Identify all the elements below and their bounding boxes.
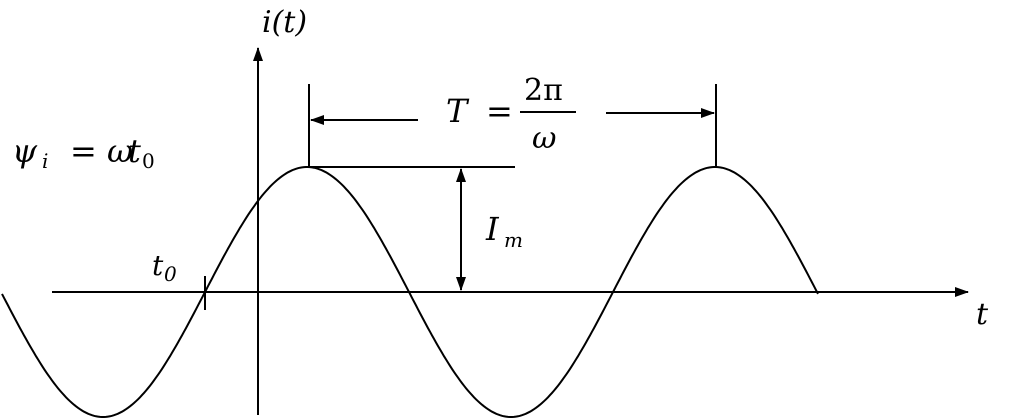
period-T: T [446,92,470,130]
t0-subscript: 0 [164,262,177,286]
phase-equals-omega: = ω [70,132,133,170]
phase-t-subscript: 0 [142,149,155,173]
phase-t: t [128,132,141,170]
amplitude-I: I [485,210,500,248]
amplitude-subscript: m [504,228,523,252]
sine-wave-curve [1,166,819,418]
phase-psi: ψ [12,132,38,170]
x-axis-label: t [976,297,989,332]
period-equals: = [486,92,513,130]
period-denominator: ω [532,121,556,156]
phase-psi-subscript: i [42,149,48,173]
t0-label: t [152,249,164,282]
y-axis-label: i(t) [262,5,307,40]
period-numerator: 2π [524,73,563,108]
